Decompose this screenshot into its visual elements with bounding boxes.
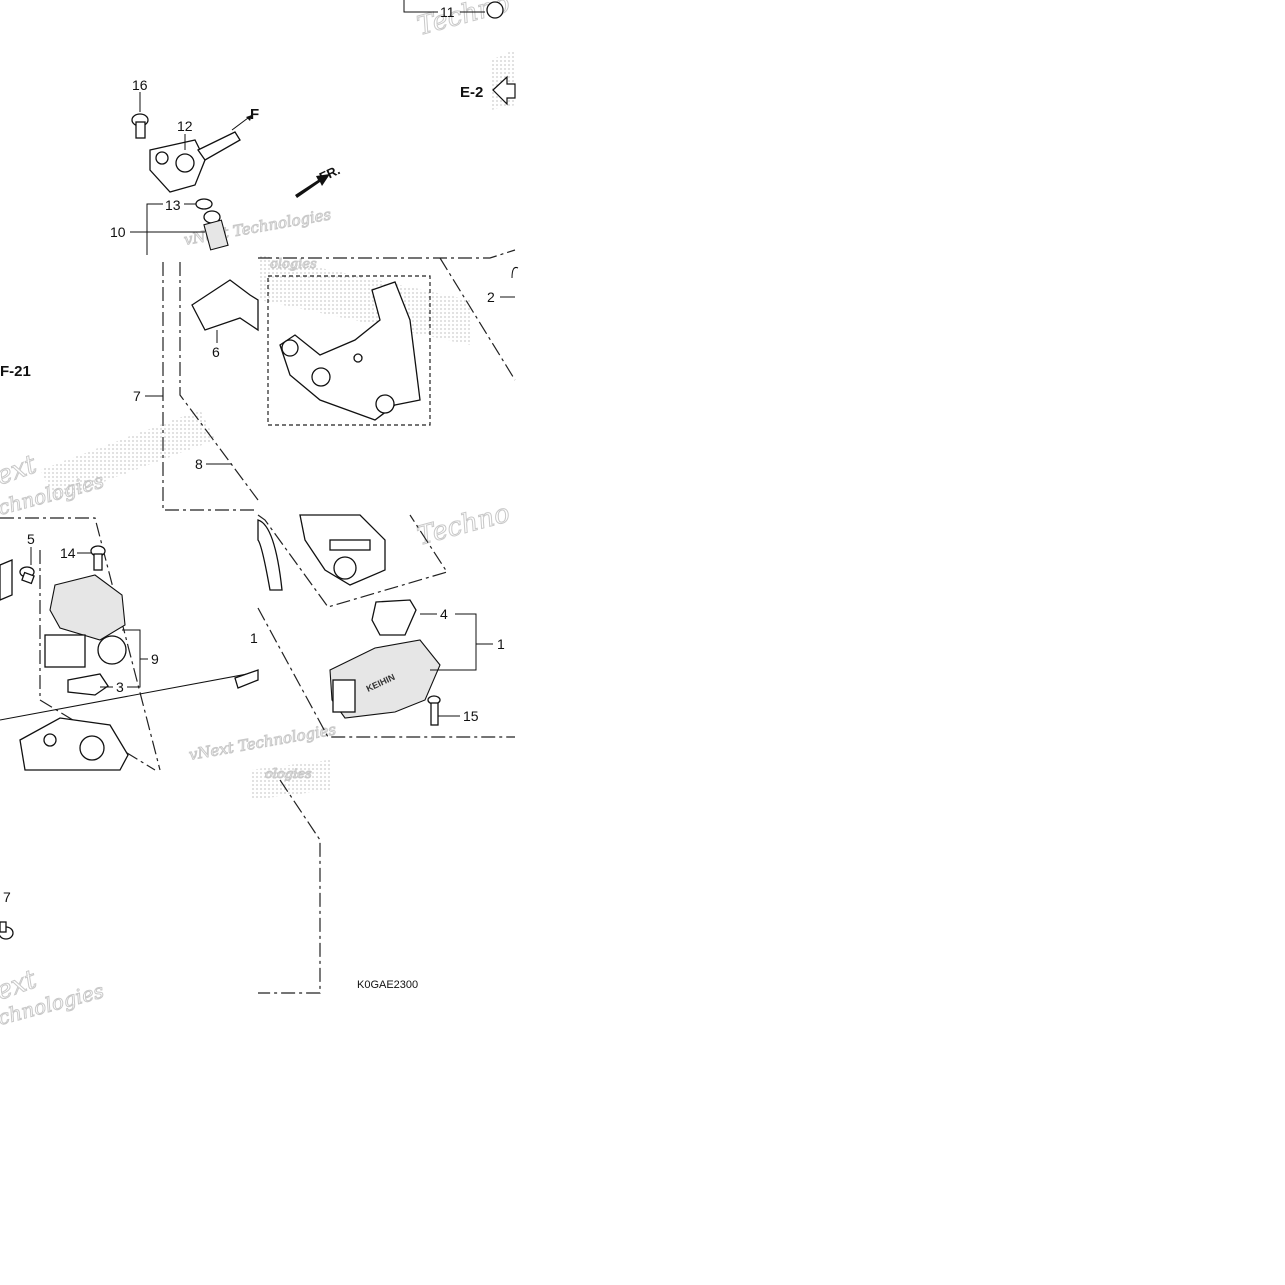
outline-upper-edge bbox=[258, 249, 516, 259]
sensor-9 bbox=[44, 574, 127, 668]
callout-15: 15 bbox=[463, 708, 479, 724]
clip-2 bbox=[511, 267, 519, 279]
sensor-unit-1: KEIHIN bbox=[329, 639, 441, 719]
sensor-10 bbox=[203, 210, 229, 251]
outline-right-diag bbox=[439, 257, 516, 381]
bolt-14 bbox=[90, 545, 106, 571]
callout-1: 1 bbox=[497, 636, 505, 652]
shield-6 bbox=[191, 279, 259, 332]
callout-3: 3 bbox=[116, 679, 124, 695]
bolt-5 bbox=[0, 559, 35, 601]
outline-bottom bbox=[258, 779, 321, 994]
watermark-ologies-upper: ologies bbox=[270, 257, 317, 272]
watermark-text: Techno vNext Technologies ologies ext ch… bbox=[0, 0, 514, 1030]
o-ring-13 bbox=[195, 198, 213, 210]
bolt-15 bbox=[427, 695, 441, 726]
bolt-7-bottom bbox=[0, 921, 14, 940]
callout-2: 2 bbox=[487, 289, 495, 305]
diagram-code: K0GAE2300 bbox=[357, 979, 418, 991]
throttle-body bbox=[257, 514, 386, 591]
front-marker-label: FR. bbox=[317, 162, 342, 184]
leader-long-diag bbox=[0, 671, 259, 721]
callout-7-bottom: 7 bbox=[3, 889, 11, 905]
callout-11: 11 bbox=[440, 4, 455, 20]
callout-7: 7 bbox=[133, 388, 141, 404]
watermark-vnext-lower: vNext Technologies bbox=[188, 720, 338, 764]
watermark-speckle bbox=[40, 50, 515, 800]
callout-8: 8 bbox=[195, 456, 203, 472]
section-ref-e2-arrow-icon bbox=[492, 75, 516, 106]
assembly-outlines bbox=[0, 249, 516, 994]
front-direction-arrow: FR. bbox=[295, 162, 342, 198]
leader-lines bbox=[30, 0, 515, 717]
callout-12: 12 bbox=[177, 118, 193, 134]
bolt-long bbox=[234, 669, 259, 689]
outline-7 bbox=[162, 262, 258, 511]
callout-5: 5 bbox=[27, 531, 35, 547]
fitting-12 bbox=[149, 114, 253, 193]
callouts: 16 12 13 10 11 2 6 7 8 5 14 9 3 4 1 15 1… bbox=[3, 4, 505, 905]
callout-13: 13 bbox=[165, 197, 181, 213]
section-ref-e2-label: E-2 bbox=[460, 84, 483, 101]
watermark-techno-mid: Techno bbox=[414, 498, 513, 551]
washer-11 bbox=[486, 1, 504, 19]
bracket-2 bbox=[279, 281, 421, 421]
outline-8 bbox=[179, 262, 259, 501]
bracket-detail-box bbox=[267, 275, 431, 426]
callout-16: 16 bbox=[132, 77, 148, 93]
callout-10: 10 bbox=[110, 224, 126, 240]
section-ref-f-arrow: F bbox=[250, 106, 259, 123]
callout-1-partial: 1 bbox=[250, 630, 258, 646]
throttle-body-lower bbox=[19, 717, 129, 771]
callout-9: 9 bbox=[151, 651, 159, 667]
callout-4: 4 bbox=[440, 606, 448, 622]
outline-sensor-left bbox=[39, 550, 156, 771]
bolt-16 bbox=[131, 113, 149, 139]
callout-6: 6 bbox=[212, 344, 220, 360]
gasket-3 bbox=[67, 673, 109, 696]
section-ref-f21: F-21 bbox=[0, 363, 31, 380]
callout-14: 14 bbox=[60, 545, 76, 561]
outline-lower-left bbox=[0, 517, 161, 771]
parts: KEIHIN bbox=[0, 1, 519, 940]
gasket-4 bbox=[371, 599, 417, 636]
outline-throttle-body bbox=[257, 514, 448, 608]
watermark-ologies-lower: ologies bbox=[265, 767, 312, 782]
section-ref-e2: E-2 bbox=[460, 75, 516, 106]
